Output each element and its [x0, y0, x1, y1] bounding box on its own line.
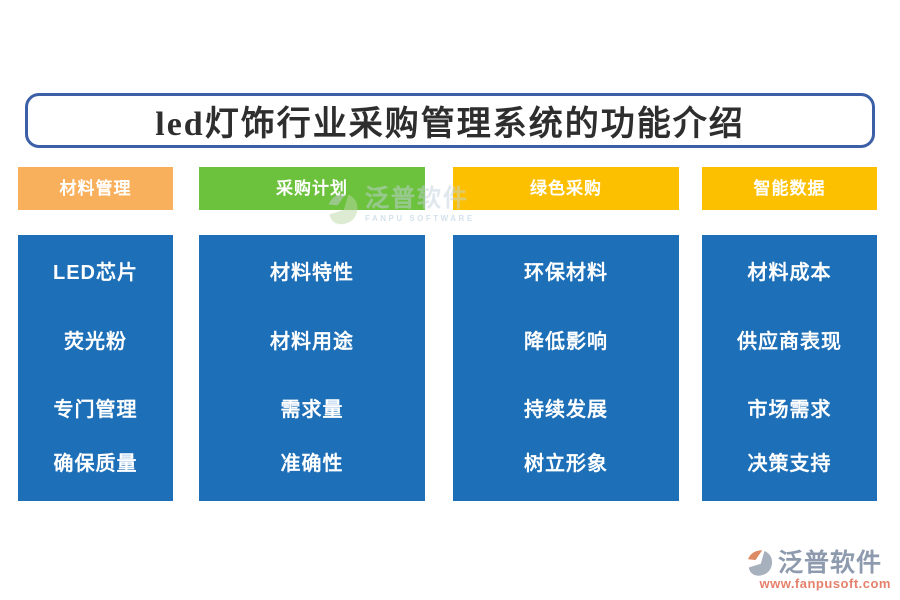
feature-item: 确保质量	[53, 453, 138, 475]
fanpu-logo-icon	[748, 550, 773, 576]
feature-item: 树立形象	[524, 453, 608, 475]
watermark-brand-name-en: FANPU SOFTWARE	[365, 214, 475, 223]
footer-brand-row: 泛普软件	[745, 548, 891, 578]
column-header: 采购计划	[199, 167, 425, 210]
column-header: 智能数据	[702, 167, 877, 210]
column-body: 材料成本 供应商表现 市场需求 决策支持	[702, 235, 877, 501]
column-header: 材料管理	[18, 167, 173, 210]
column-header: 绿色采购	[453, 167, 679, 210]
column-body: 材料特性 材料用途 需求量 准确性	[199, 235, 425, 501]
column-body: LED芯片 荧光粉 专门管理 确保质量	[18, 235, 173, 501]
feature-item: 持续发展	[524, 399, 608, 421]
feature-item: 需求量	[280, 399, 344, 421]
feature-item: 材料特性	[270, 262, 354, 284]
feature-item: 专门管理	[53, 399, 138, 421]
feature-item: 材料用途	[270, 331, 354, 353]
page-title: led灯饰行业采购管理系统的功能介绍	[155, 106, 745, 143]
column-smart-data: 智能数据 材料成本 供应商表现 市场需求 决策支持	[702, 167, 877, 501]
feature-item: 降低影响	[524, 331, 608, 353]
footer-brand-url: www.fanpusoft.com	[759, 576, 891, 591]
column-material-management: 材料管理 LED芯片 荧光粉 专门管理 确保质量	[18, 167, 173, 501]
feature-item: LED芯片	[53, 262, 138, 284]
column-procurement-plan: 采购计划 材料特性 材料用途 需求量 准确性	[199, 167, 425, 501]
feature-item: 环保材料	[524, 262, 608, 284]
column-body: 环保材料 降低影响 持续发展 树立形象	[453, 235, 679, 501]
feature-item: 供应商表现	[737, 331, 842, 353]
title-banner: led灯饰行业采购管理系统的功能介绍	[25, 93, 875, 148]
column-green-procurement: 绿色采购 环保材料 降低影响 持续发展 树立形象	[453, 167, 679, 501]
footer-brand-name: 泛普软件	[778, 549, 883, 577]
feature-item: 市场需求	[747, 399, 832, 421]
footer-brand: 泛普软件 www.fanpusoft.com	[745, 548, 891, 591]
feature-item: 决策支持	[747, 453, 832, 475]
feature-item: 荧光粉	[64, 331, 127, 353]
feature-item: 材料成本	[747, 262, 832, 284]
feature-item: 准确性	[280, 453, 344, 475]
